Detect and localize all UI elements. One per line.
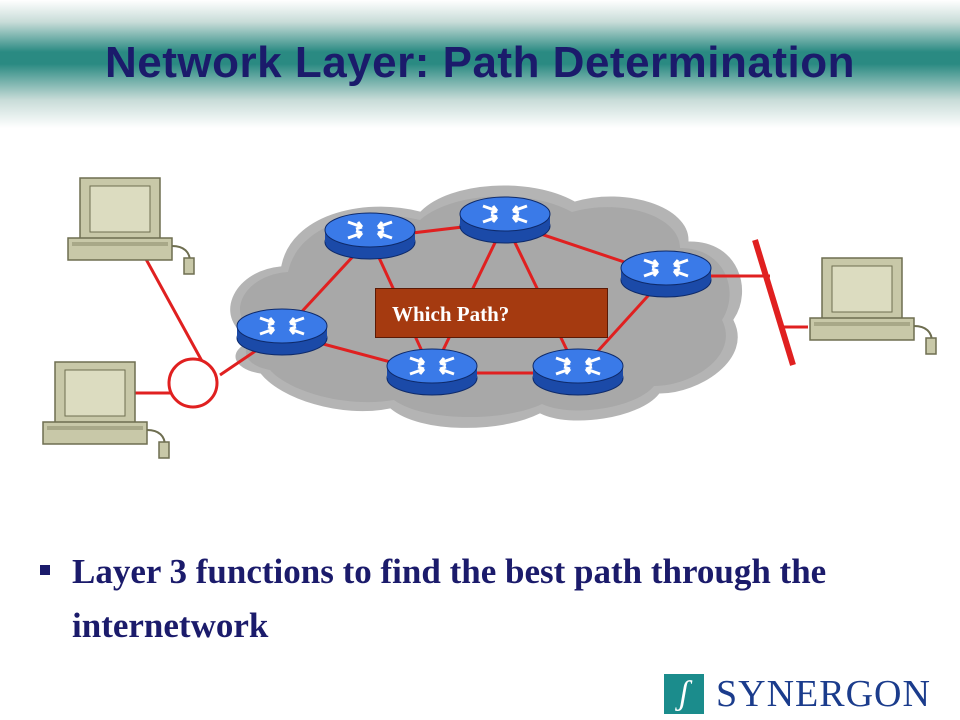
router-icon <box>323 211 417 261</box>
hub-circle <box>167 357 219 409</box>
synergon-logo: ʃ SYNERGON <box>664 672 954 716</box>
ethernet-segment <box>752 239 796 366</box>
logo-mark-icon: ʃ <box>664 674 704 714</box>
router-icon <box>385 347 479 397</box>
computer-icon <box>809 257 937 355</box>
computer-icon <box>42 361 170 459</box>
bullet-text: Layer 3 functions to find the best path … <box>72 552 827 645</box>
router-icon <box>531 347 625 397</box>
computer-icon <box>67 177 195 275</box>
header-band <box>0 0 960 130</box>
logo-text: SYNERGON <box>716 673 931 715</box>
router-icon <box>235 307 329 357</box>
router-icon <box>619 249 713 299</box>
bullet-square-icon <box>40 565 50 575</box>
slide-title: Network Layer: Path Determination <box>105 38 855 87</box>
router-icon <box>458 195 552 245</box>
which-path-label: Which Path? <box>375 288 608 338</box>
